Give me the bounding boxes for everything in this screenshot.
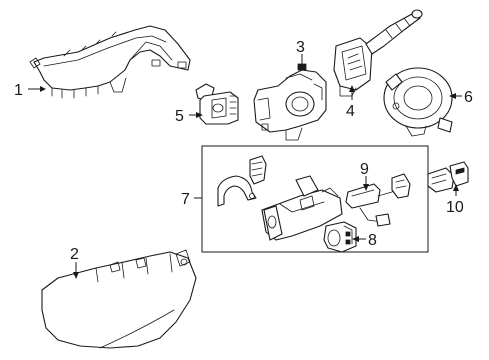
leader-1	[28, 86, 46, 92]
leader-4	[349, 85, 355, 100]
callout-1: 1	[14, 82, 23, 99]
leader-8	[352, 236, 366, 242]
leader-3	[299, 54, 305, 71]
part-6-clock-spring[interactable]	[383, 67, 453, 137]
callout-8: 8	[368, 232, 377, 249]
leader-5	[189, 112, 203, 118]
callout-5: 5	[175, 108, 184, 125]
callout-9: 9	[360, 161, 369, 178]
callout-6: 6	[464, 89, 473, 106]
callout-4: 4	[346, 103, 355, 120]
part-7-ignition-assembly[interactable]	[217, 155, 343, 241]
callout-3: 3	[296, 39, 305, 56]
assembly-group-box	[201, 145, 429, 253]
callout-7: 7	[181, 191, 190, 208]
part-9-harness-sensor[interactable]	[345, 173, 411, 227]
callout-2: 2	[70, 246, 79, 263]
part-8-ignition-switch[interactable]	[323, 221, 357, 253]
leader-2	[73, 262, 79, 279]
part-4-stalk-switch[interactable]	[333, 9, 423, 97]
part-3-switch-housing[interactable]	[253, 63, 327, 141]
part-2-lower-shroud[interactable]	[41, 249, 197, 349]
part-1-upper-shroud[interactable]	[29, 25, 191, 99]
callout-10: 10	[446, 199, 464, 216]
leader-10	[453, 184, 459, 196]
part-10-connector[interactable]	[427, 161, 469, 193]
leader-6	[449, 93, 462, 99]
part-5-switch-module[interactable]	[195, 83, 239, 125]
leader-9	[363, 176, 369, 191]
